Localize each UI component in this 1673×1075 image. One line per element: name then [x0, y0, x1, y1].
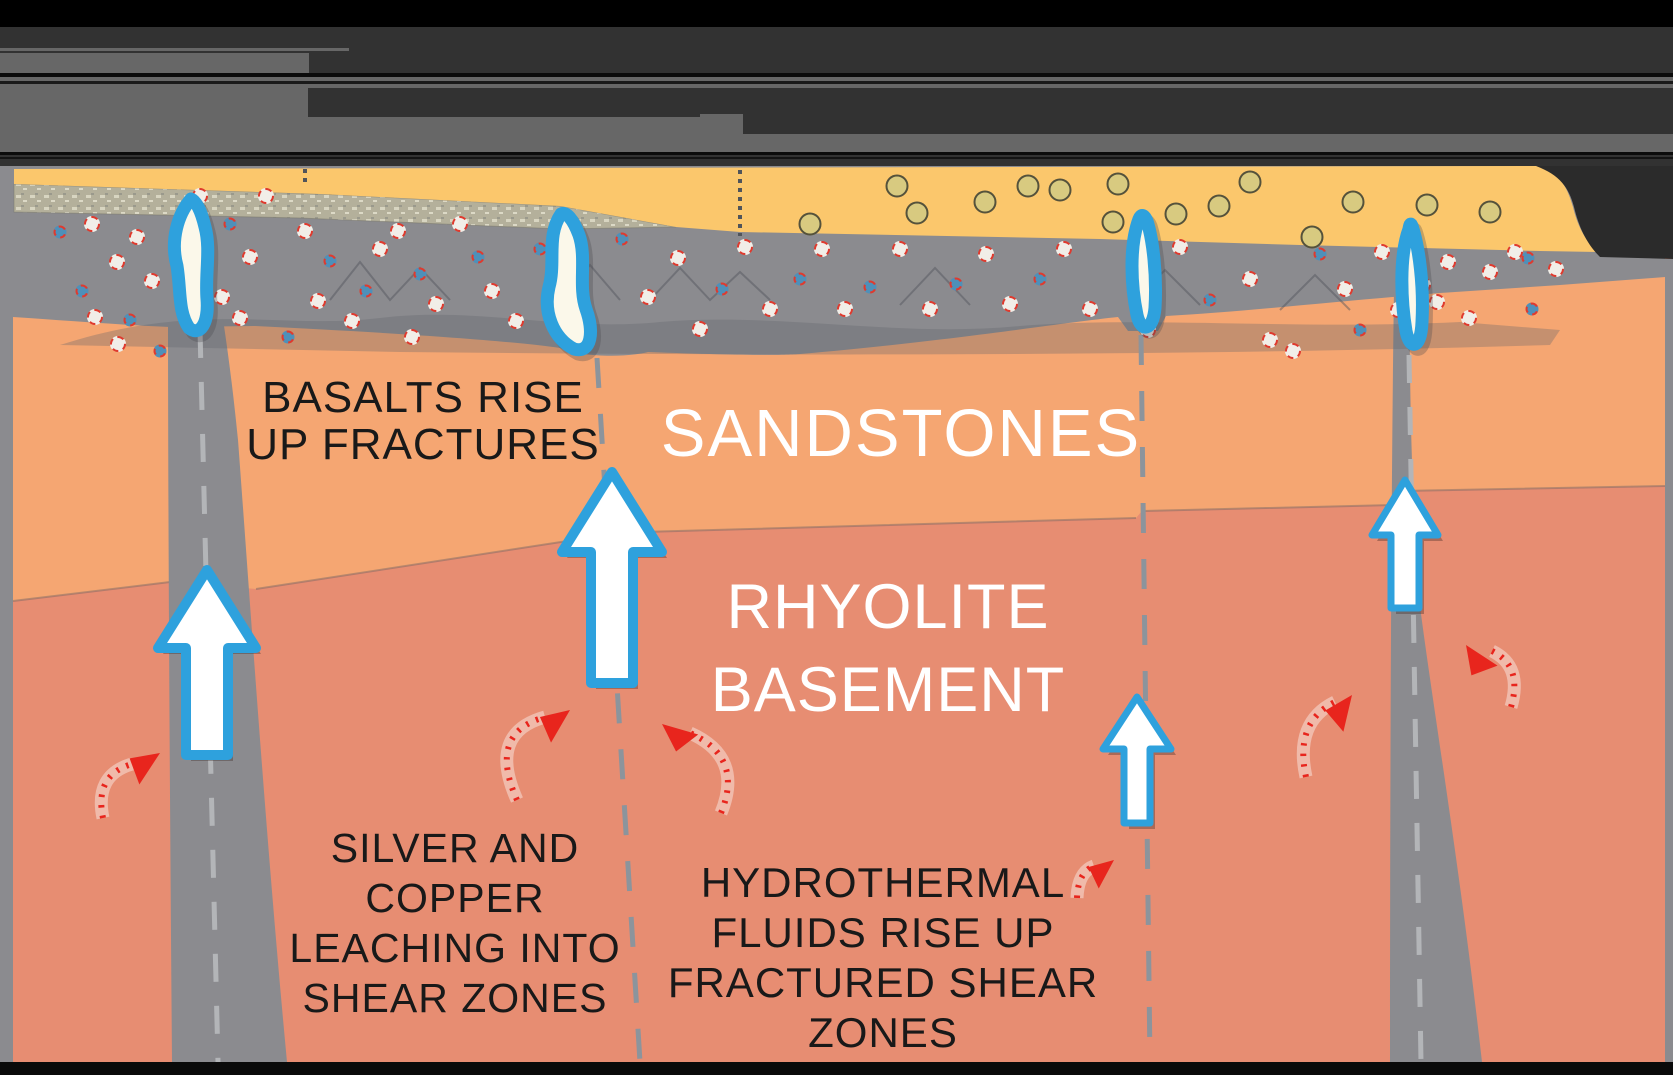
edge-strips — [0, 166, 1673, 1062]
up-arrow-3 — [1099, 693, 1175, 827]
label-silver: SILVER AND COPPER LEACHING INTO SHEAR ZO… — [289, 825, 621, 1021]
up-arrow-1 — [153, 565, 261, 760]
up-arrow-2 — [557, 467, 667, 688]
vein-2 — [540, 206, 597, 357]
skeleton-bar — [0, 0, 1673, 27]
dark-corner — [1536, 166, 1673, 259]
vein-3 — [1125, 209, 1163, 334]
red-arrowhead-1 — [129, 753, 160, 785]
skeleton-bar — [743, 91, 1673, 134]
label-basalts: BASALTS RISE UP FRACTURES — [246, 373, 600, 469]
red-arrowhead-3 — [662, 724, 699, 752]
skeleton-bar — [0, 53, 309, 73]
red-leach-arrows — [94, 645, 1521, 899]
red-arrowhead-6 — [1466, 645, 1498, 676]
skeleton-bar — [0, 73, 1673, 77]
skeleton-bar — [700, 114, 743, 134]
vein-4 — [1395, 217, 1429, 351]
label-hydrothermal: HYDROTHERMAL FLUIDS RISE UP FRACTURED SH… — [667, 859, 1099, 1056]
up-arrows — [153, 467, 1443, 829]
label-sandstones: SANDSTONES — [660, 396, 1142, 471]
basalt-texture — [60, 260, 1560, 355]
drill-dotted-lines — [303, 169, 742, 236]
red-arrowhead-5 — [1325, 695, 1352, 732]
shear-zone-channel-right — [1390, 290, 1482, 1062]
yellow-cover-layer — [14, 166, 1598, 252]
basalt-veins — [167, 192, 1433, 362]
skeleton-bar — [0, 152, 1673, 155]
red-arrowhead-4 — [1088, 860, 1114, 889]
bottom-bar — [0, 1062, 1673, 1075]
red-arrow-tail-4 — [1074, 863, 1096, 899]
label-rhyolite: RHYOLITE BASEMENT — [710, 572, 1066, 725]
skeleton-bar — [0, 81, 1673, 84]
skeleton-bar — [0, 157, 1673, 159]
skeleton-bar — [0, 48, 349, 51]
up-arrow-4 — [1368, 476, 1442, 612]
red-arrow-tail-3 — [688, 730, 731, 815]
header-skeleton — [0, 0, 1673, 166]
red-arrowhead-2 — [539, 710, 570, 743]
vein-1 — [167, 192, 215, 338]
red-arrow-tail-5 — [1300, 699, 1337, 778]
